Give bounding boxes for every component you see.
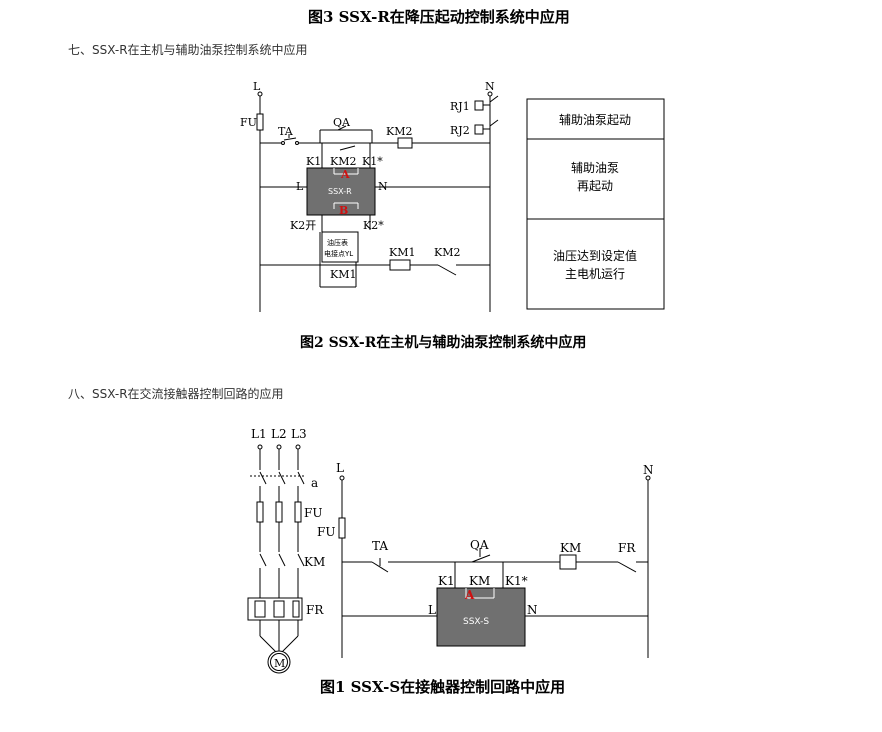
figure-1-caption: 图1 SSX-S在接触器控制回路中应用 bbox=[320, 678, 566, 696]
fig1-label-N-in: N bbox=[527, 603, 538, 617]
figure-2-caption: 图2 SSX-R在主机与辅助油泵控制系统中应用 bbox=[300, 335, 587, 351]
fig1-label-KM-in: KM bbox=[469, 574, 490, 588]
fig1-label-K1-star: K1* bbox=[505, 574, 528, 588]
fig1-label-FR-main: FR bbox=[306, 603, 324, 617]
fig2-label-TA: TA bbox=[278, 125, 294, 138]
fig2-gauge-line1: 油压表 bbox=[327, 238, 348, 247]
fig1-label-L2: L2 bbox=[271, 427, 287, 441]
fig2-label-KM2-contact: KM2 bbox=[434, 246, 460, 259]
fig2-label-RJ2: RJ2 bbox=[450, 124, 470, 137]
figure-3-caption: 图3 SSX-R在降压起动控制系统中应用 bbox=[308, 8, 570, 26]
section-heading-seven: 七、SSX-R在主机与辅助油泵控制系统中应用 bbox=[68, 43, 308, 57]
fig2-label-B: B bbox=[339, 204, 348, 217]
fig2-label-A: A bbox=[340, 168, 350, 181]
fig1-label-FU: FU bbox=[317, 525, 335, 539]
fig1-model-label: SSX-S bbox=[463, 617, 489, 627]
fig2-label-KM1-coil: KM1 bbox=[389, 246, 415, 259]
fig2-label-KM2: KM2 bbox=[386, 125, 412, 138]
fig2-model-label: SSX-R bbox=[328, 187, 352, 196]
fig1-label-L3: L3 bbox=[291, 427, 307, 441]
fig1-label-TA: TA bbox=[372, 539, 388, 553]
fig2-panel-row3-line1: 油压达到设定值 bbox=[553, 248, 637, 263]
figure-2-labels: L N FU TA QA KM2 RJ1 RJ2 K1 KM2 K1* A B … bbox=[240, 80, 637, 281]
fig1-label-KM-main: KM bbox=[304, 555, 325, 569]
fig2-label-KM2-in: KM2 bbox=[330, 155, 356, 168]
fig2-label-RJ1: RJ1 bbox=[450, 100, 470, 113]
fig1-label-A: A bbox=[464, 588, 475, 602]
fig1-label-a: a bbox=[311, 476, 318, 490]
fig2-label-K1: K1 bbox=[306, 155, 321, 168]
fig1-label-L1: L1 bbox=[251, 427, 267, 441]
fig2-label-K2-star: K2* bbox=[363, 219, 384, 232]
fig1-label-L-in: L bbox=[428, 603, 436, 617]
fig2-label-K2-open: K2开 bbox=[290, 219, 316, 232]
figure-2-diagram bbox=[256, 91, 665, 312]
motor-icon: M bbox=[274, 657, 285, 670]
fig2-label-FU: FU bbox=[240, 116, 257, 129]
section-heading-eight: 八、SSX-R在交流接触器控制回路的应用 bbox=[68, 387, 284, 401]
fig2-label-L-in: L bbox=[296, 180, 304, 193]
fig1-label-N: N bbox=[643, 463, 654, 477]
fig1-label-FR: FR bbox=[618, 541, 636, 555]
fig2-panel-row2-line1: 辅助油泵 bbox=[571, 161, 619, 175]
fig2-panel-row3-line2: 主电机运行 bbox=[565, 267, 625, 281]
fig2-label-N: N bbox=[485, 80, 495, 93]
fig2-panel-row2-line2: 再起动 bbox=[577, 179, 613, 193]
fig2-panel-row1-line1: 辅助油泵起动 bbox=[559, 113, 631, 127]
fig2-label-KM1-hold: KM1 bbox=[330, 268, 356, 281]
figure-1-diagram bbox=[247, 444, 651, 674]
fig1-label-FU-main: FU bbox=[304, 506, 322, 520]
fig1-label-KM: KM bbox=[560, 541, 581, 555]
fig2-label-L: L bbox=[253, 80, 261, 93]
figure-1-labels: L1 L2 L3 a FU KM FR M L N FU TA QA KM FR… bbox=[251, 427, 654, 670]
fig1-label-L: L bbox=[336, 461, 344, 475]
fig2-label-N-in: N bbox=[378, 180, 388, 193]
fig2-label-K1-star: K1* bbox=[362, 155, 383, 168]
fig1-label-K1: K1 bbox=[438, 574, 455, 588]
fig2-label-QA: QA bbox=[333, 116, 351, 129]
fig2-gauge-line2: 电接点YL bbox=[324, 249, 353, 258]
fig1-label-QA: QA bbox=[470, 538, 489, 552]
